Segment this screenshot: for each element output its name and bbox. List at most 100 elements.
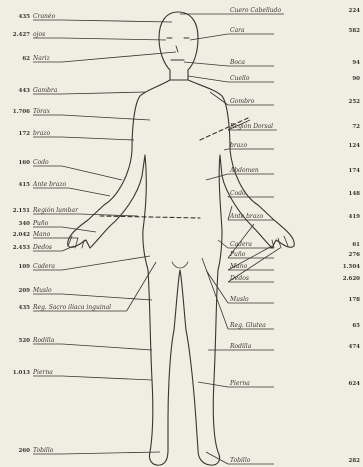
right-name-0: Cuero Cabelludo <box>230 7 281 14</box>
left-label-1: 2.427ojos <box>13 31 166 40</box>
right-name-14: Muslo <box>229 296 249 303</box>
left-count-11: 2.453 <box>13 245 30 251</box>
right-name-10: Cadera <box>230 241 252 248</box>
left-leader-15 <box>62 344 152 350</box>
left-name-6: Codo <box>33 159 49 166</box>
right-name-16: Rodilla <box>229 343 252 350</box>
right-leader-6 <box>224 149 228 150</box>
right-name-15: Reg. Glutea <box>229 322 266 329</box>
right-leader-3 <box>188 76 228 82</box>
left-count-8: 2.151 <box>13 208 30 214</box>
body-outline <box>68 80 295 465</box>
right-label-9: Ante brazo 419 <box>228 206 360 220</box>
right-count-15: 65 <box>352 323 360 329</box>
left-name-5: brazo <box>33 130 50 137</box>
left-name-11: Dedos <box>32 244 52 251</box>
right-name-1: Cara <box>230 27 245 34</box>
left-count-1: 2.427 <box>13 32 30 38</box>
right-name-6: brazo <box>230 142 247 149</box>
left-name-16: Pierna <box>32 369 53 376</box>
left-count-15: 520 <box>19 338 31 344</box>
left-name-3: Gambra <box>33 87 58 94</box>
right-name-4: Gombro <box>230 98 255 105</box>
right-name-3: Cuello <box>230 75 250 82</box>
groin-line <box>172 262 188 268</box>
left-leader-13 <box>62 294 152 300</box>
left-count-17: 260 <box>19 448 31 454</box>
left-leader-11 <box>62 246 74 251</box>
left-leader-16 <box>62 376 152 380</box>
right-name-13: Dedos <box>229 275 249 282</box>
left-name-13: Muslo <box>32 287 52 294</box>
right-label-17: Pierna 624 <box>198 380 360 387</box>
left-leader-4 <box>62 115 150 120</box>
left-leader-17 <box>62 452 160 454</box>
right-count-16: 474 <box>349 344 361 350</box>
face-features <box>167 38 189 60</box>
left-leader-12 <box>62 256 150 270</box>
left-count-13: 209 <box>19 288 31 294</box>
right-count-9: 419 <box>349 214 361 220</box>
right-count-5: 72 <box>352 124 360 130</box>
left-name-0: Cranéo <box>33 13 55 20</box>
left-count-3: 443 <box>19 88 31 94</box>
right-count-13: 2.620 <box>343 276 360 282</box>
right-name-11: Puño <box>229 251 246 258</box>
left-count-5: 172 <box>19 131 31 137</box>
left-label-group: 435Cranéo 2.427ojos 62Nariz 443Gambra 1.706T… <box>13 13 176 454</box>
right-name-2: Boca <box>229 59 245 66</box>
right-leader-17 <box>198 382 228 387</box>
right-count-12: 1.504 <box>343 264 360 270</box>
right-count-18: 282 <box>349 458 361 464</box>
left-leader-5 <box>62 137 134 140</box>
left-count-7: 415 <box>19 182 31 188</box>
left-label-6: 160Codo <box>19 159 122 180</box>
left-name-17: Tobillo <box>33 447 54 454</box>
left-name-10: Mano <box>32 231 51 238</box>
right-count-8: 148 <box>349 191 361 197</box>
left-leader-6 <box>62 166 122 180</box>
right-leader-15 <box>202 258 228 329</box>
right-name-9: Ante brazo <box>229 213 264 220</box>
right-leader-2 <box>184 62 228 66</box>
right-count-7: 174 <box>349 168 361 174</box>
lumbar-dash <box>100 216 200 218</box>
left-name-12: Cadera <box>33 263 55 270</box>
left-name-4: Tórax <box>33 108 51 115</box>
left-count-10: 2.042 <box>13 232 30 238</box>
right-label-6: brazo124 <box>224 142 360 150</box>
left-count-0: 435 <box>19 14 31 20</box>
left-count-9: 340 <box>19 221 31 227</box>
right-label-2: Boca 94 <box>184 59 360 66</box>
left-leader-7 <box>69 188 110 196</box>
right-label-4: Gombro 252 <box>210 92 360 105</box>
left-count-2: 62 <box>22 56 30 62</box>
right-name-8: Codo <box>230 190 246 197</box>
right-count-2: 94 <box>352 60 360 66</box>
right-name-17: Pierna <box>229 380 250 387</box>
right-name-7: Abdomen <box>229 167 259 174</box>
right-count-11: 276 <box>349 252 361 258</box>
right-count-17: 624 <box>349 381 361 387</box>
right-label-1: Cara 582 <box>190 27 360 40</box>
right-label-13: Dedos 2.620 <box>228 248 360 282</box>
right-count-1: 582 <box>349 28 361 34</box>
human-figure <box>68 12 295 465</box>
left-name-7: Ante brazo <box>32 181 67 188</box>
right-leader-18 <box>206 452 228 464</box>
right-count-4: 252 <box>349 99 361 105</box>
